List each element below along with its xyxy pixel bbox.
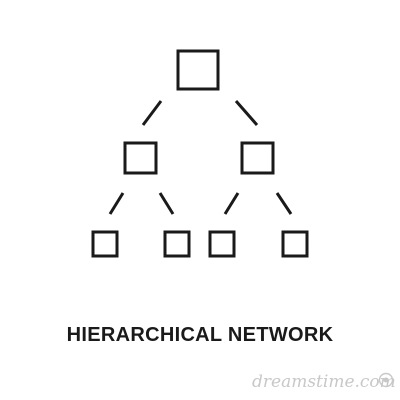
- icon-caption: HIERARCHICAL NETWORK: [66, 324, 334, 346]
- watermark-logo-icon: [378, 372, 394, 388]
- connector-root-left: [141, 100, 163, 126]
- watermark-text: dreamstime.com: [252, 372, 396, 392]
- connector-root-right: [234, 100, 259, 126]
- connector-left-outer: [108, 192, 125, 215]
- root-node: [176, 49, 220, 91]
- leaf-node-2: [163, 230, 191, 258]
- connector-right-inner: [223, 192, 240, 215]
- leaf-node-1: [91, 230, 119, 258]
- leaf-node-4: [281, 230, 309, 258]
- left-child-node: [123, 141, 158, 175]
- connector-left-inner: [158, 192, 175, 215]
- right-child-node: [240, 141, 275, 175]
- connector-right-outer: [275, 192, 293, 215]
- leaf-node-3: [208, 230, 236, 258]
